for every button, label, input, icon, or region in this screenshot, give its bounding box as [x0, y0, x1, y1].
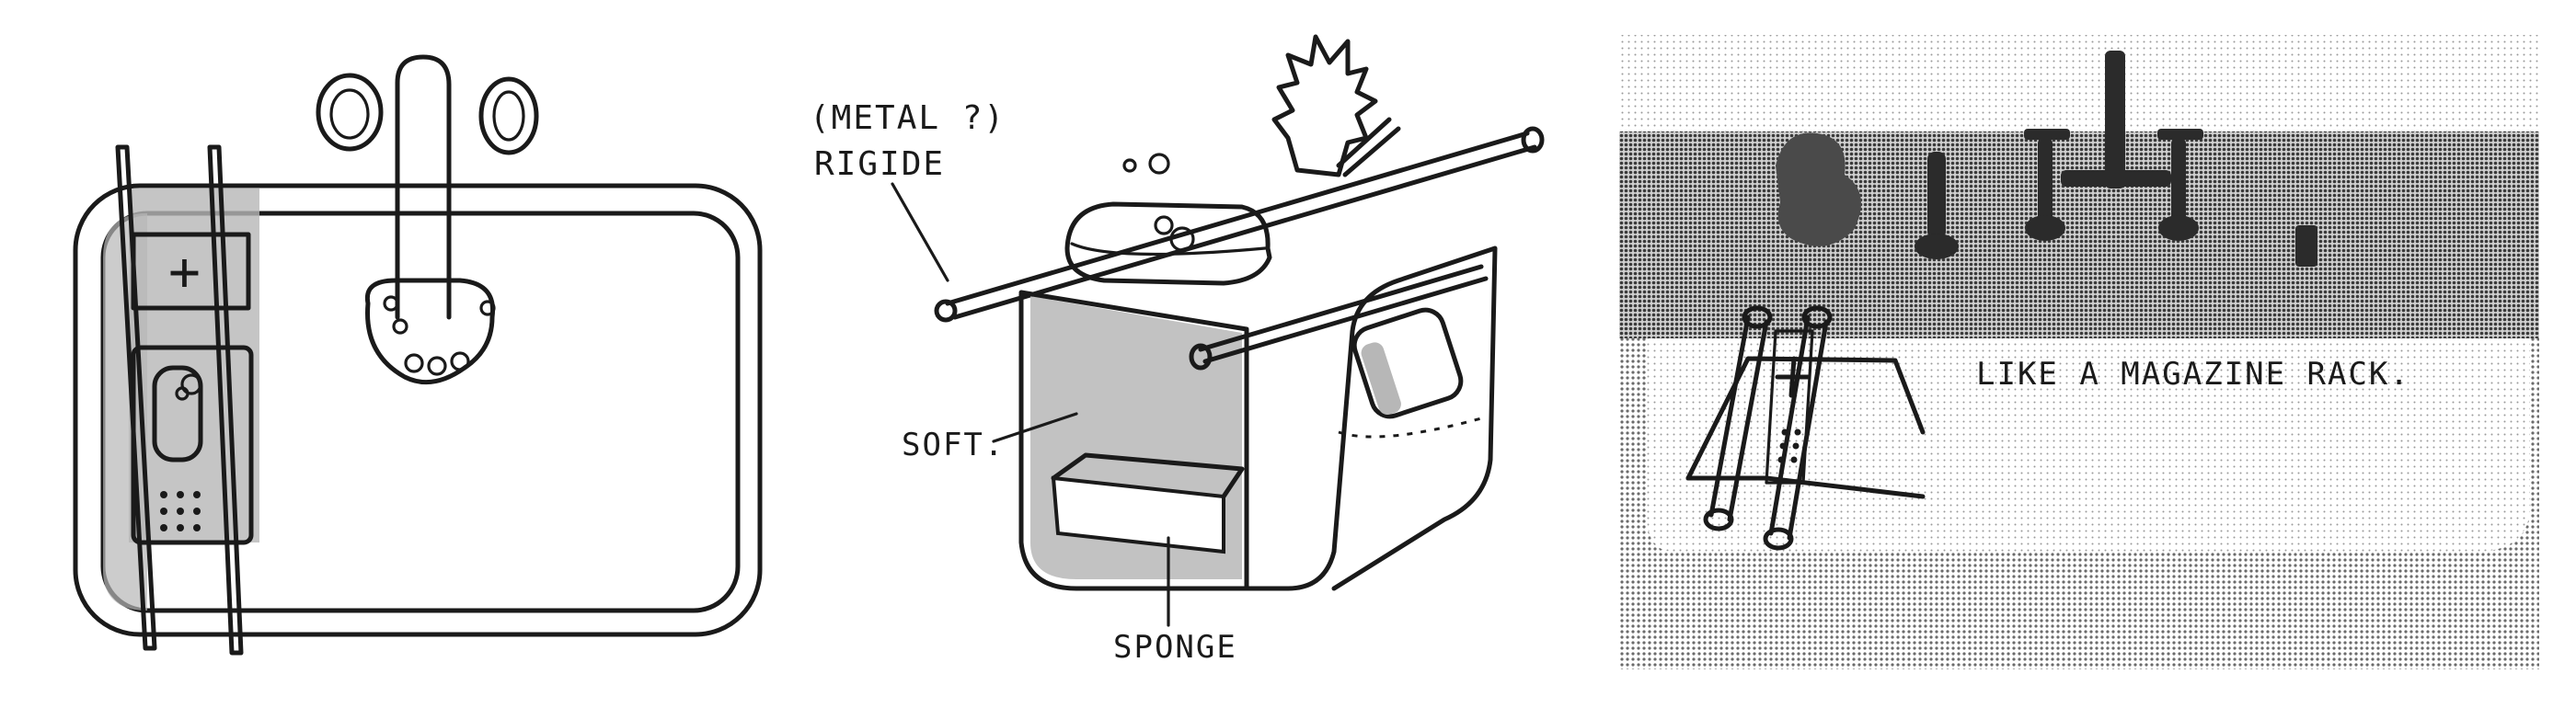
- plus-mark: +: [168, 240, 202, 303]
- back-rail: [945, 131, 1537, 320]
- right-faucet-knob-inner: [492, 90, 525, 142]
- dashed-contour: [1338, 417, 1482, 439]
- rigide-leader-line: [891, 182, 949, 282]
- back-rail-end: [934, 299, 958, 323]
- brush-handle: [1336, 117, 1401, 177]
- rooster-figurine: [1776, 132, 1861, 246]
- soap-bubble: [1122, 158, 1137, 173]
- sponge-tray: [1051, 475, 1225, 554]
- soft-leader-line: [992, 412, 1078, 443]
- sink-basin: [1647, 338, 2531, 552]
- soap-bar: [1064, 201, 1272, 286]
- front-rail-end: [1189, 343, 1213, 371]
- label-caption: LIKE A MAGAZINE RACK.: [1976, 356, 2410, 393]
- left-faucet-knob: [316, 73, 384, 152]
- sink-top-view-sketch: +: [0, 0, 810, 708]
- soap-bubble: [1148, 153, 1170, 175]
- front-panel-edge: [1018, 290, 1249, 591]
- front-rail: [1198, 264, 1489, 364]
- photo-overlay-sketch: LIKE A MAGAZINE RACK.: [1619, 0, 2576, 708]
- faucet-hardware: [1915, 51, 2317, 267]
- label-soft: SOFT.: [902, 427, 1005, 463]
- overlay-plus: [1775, 356, 1811, 398]
- side-window: [1351, 307, 1464, 419]
- overlay-right-rail-top: [1801, 305, 1833, 329]
- sink-outer-rim: [73, 183, 763, 637]
- drain-hole: [479, 300, 496, 316]
- pocket-sponge: [152, 365, 203, 462]
- countertop: [1619, 131, 2539, 338]
- backsplash: [1619, 35, 2539, 131]
- soap-bubble: [180, 373, 202, 395]
- organizer-shade: [129, 188, 259, 542]
- overlay-left-rail-bottom: [1703, 508, 1734, 531]
- drain-hole: [450, 351, 470, 371]
- upper-pocket: [131, 232, 251, 311]
- organizer-3d-drawing: (METAL ?) RIGIDE SOFT.: [810, 34, 1545, 666]
- right-faucet-knob: [478, 76, 539, 155]
- left-rail: [115, 144, 157, 651]
- drain-hole: [404, 353, 424, 373]
- photo-overlay-drawing: LIKE A MAGAZINE RACK.: [1619, 35, 2539, 669]
- label-rigide: RIGIDE: [814, 145, 945, 183]
- label-metal: (METAL ?): [810, 99, 1006, 137]
- organizer-3d-sketch: (METAL ?) RIGIDE SOFT.: [810, 0, 1619, 708]
- overlay-left-rail-top: [1742, 305, 1773, 329]
- drain-perforations: [160, 491, 201, 531]
- right-rail: [207, 144, 244, 656]
- lower-pocket: [131, 345, 254, 545]
- dish-brush: [1271, 34, 1378, 177]
- soap-bubble: [175, 386, 190, 401]
- overlay-panel: [1765, 329, 1814, 485]
- overlay-left-rail: [1708, 314, 1769, 522]
- sink-top-view-drawing: +: [73, 54, 763, 656]
- left-faucet-knob-inner: [329, 88, 370, 140]
- side-window-inner: [1361, 342, 1401, 416]
- sponge-tray-top: [1051, 452, 1245, 499]
- sink-front: [1619, 552, 2539, 669]
- drain-plate: [364, 278, 496, 385]
- overlay-perforations: [1777, 428, 1801, 463]
- soap-bubble: [1154, 215, 1174, 235]
- overlay-right-rail-bottom: [1763, 527, 1794, 551]
- soap-bar-top: [1070, 242, 1267, 256]
- organizer-body: [1018, 246, 1498, 591]
- drain-hole: [427, 356, 447, 376]
- soap-bubble: [1169, 226, 1195, 252]
- drain-hole: [383, 295, 399, 312]
- back-rail-end-right: [1521, 126, 1545, 154]
- drain-hole: [392, 318, 408, 335]
- label-sponge: SPONGE: [1113, 629, 1237, 666]
